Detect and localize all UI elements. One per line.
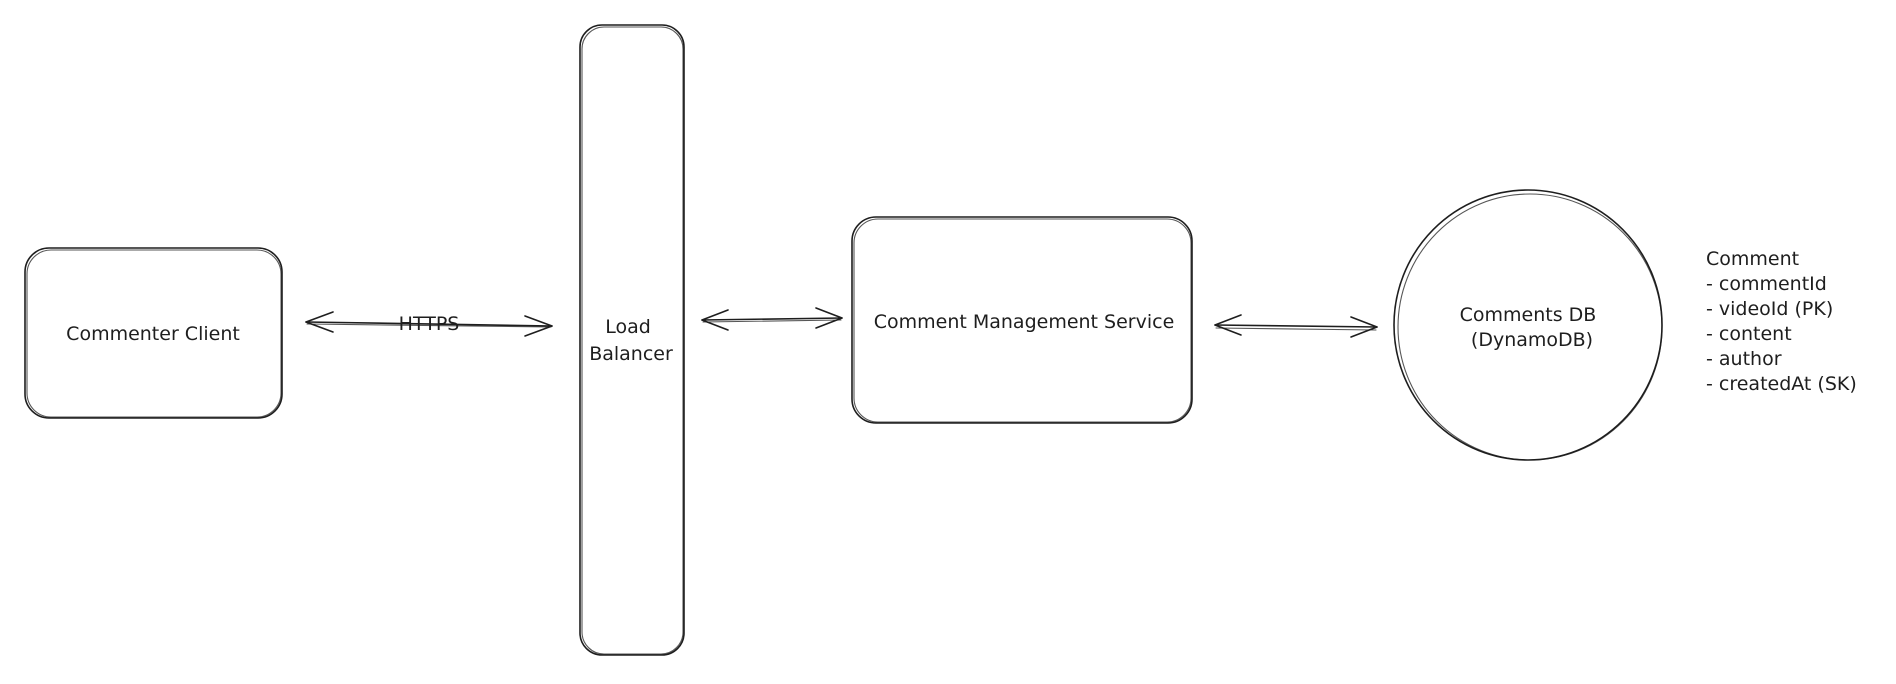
edge-service-to-database bbox=[1214, 314, 1378, 338]
arrowhead-right bbox=[815, 307, 843, 329]
schema-field: - commentId bbox=[1706, 273, 1827, 295]
schema-field: - author bbox=[1706, 348, 1782, 370]
schema-title: Comment bbox=[1706, 248, 1799, 270]
edge-client-to-load-balancer: HTTPS bbox=[305, 311, 553, 337]
load-balancer-label-line2: Balancer bbox=[589, 343, 673, 365]
comment-schema-annotation: Comment - commentId - videoId (PK) - con… bbox=[1706, 248, 1857, 395]
schema-field: - createdAt (SK) bbox=[1706, 373, 1857, 395]
commenter-client-node: Commenter Client bbox=[24, 247, 283, 419]
comment-management-service-label: Comment Management Service bbox=[874, 311, 1175, 333]
schema-field: - content bbox=[1706, 323, 1792, 345]
load-balancer-label-line1: Load bbox=[605, 316, 651, 338]
edge-load-balancer-to-service bbox=[701, 307, 843, 331]
arrowhead-right bbox=[1350, 316, 1378, 338]
edge-label-https: HTTPS bbox=[399, 313, 460, 335]
schema-field: - videoId (PK) bbox=[1706, 298, 1833, 320]
arrowhead-left bbox=[305, 311, 334, 333]
arrowhead-right bbox=[524, 315, 553, 337]
comments-db-node: Comments DB (DynamoDB) bbox=[1393, 189, 1663, 461]
commenter-client-label: Commenter Client bbox=[66, 323, 240, 345]
arrowhead-left bbox=[701, 309, 729, 331]
comment-management-service-node: Comment Management Service bbox=[851, 216, 1193, 424]
load-balancer-node: Load Balancer bbox=[579, 24, 685, 656]
comments-db-label-line1: Comments DB bbox=[1460, 304, 1597, 326]
arrowhead-left bbox=[1214, 314, 1242, 336]
comments-db-label-line2: (DynamoDB) bbox=[1471, 329, 1593, 351]
